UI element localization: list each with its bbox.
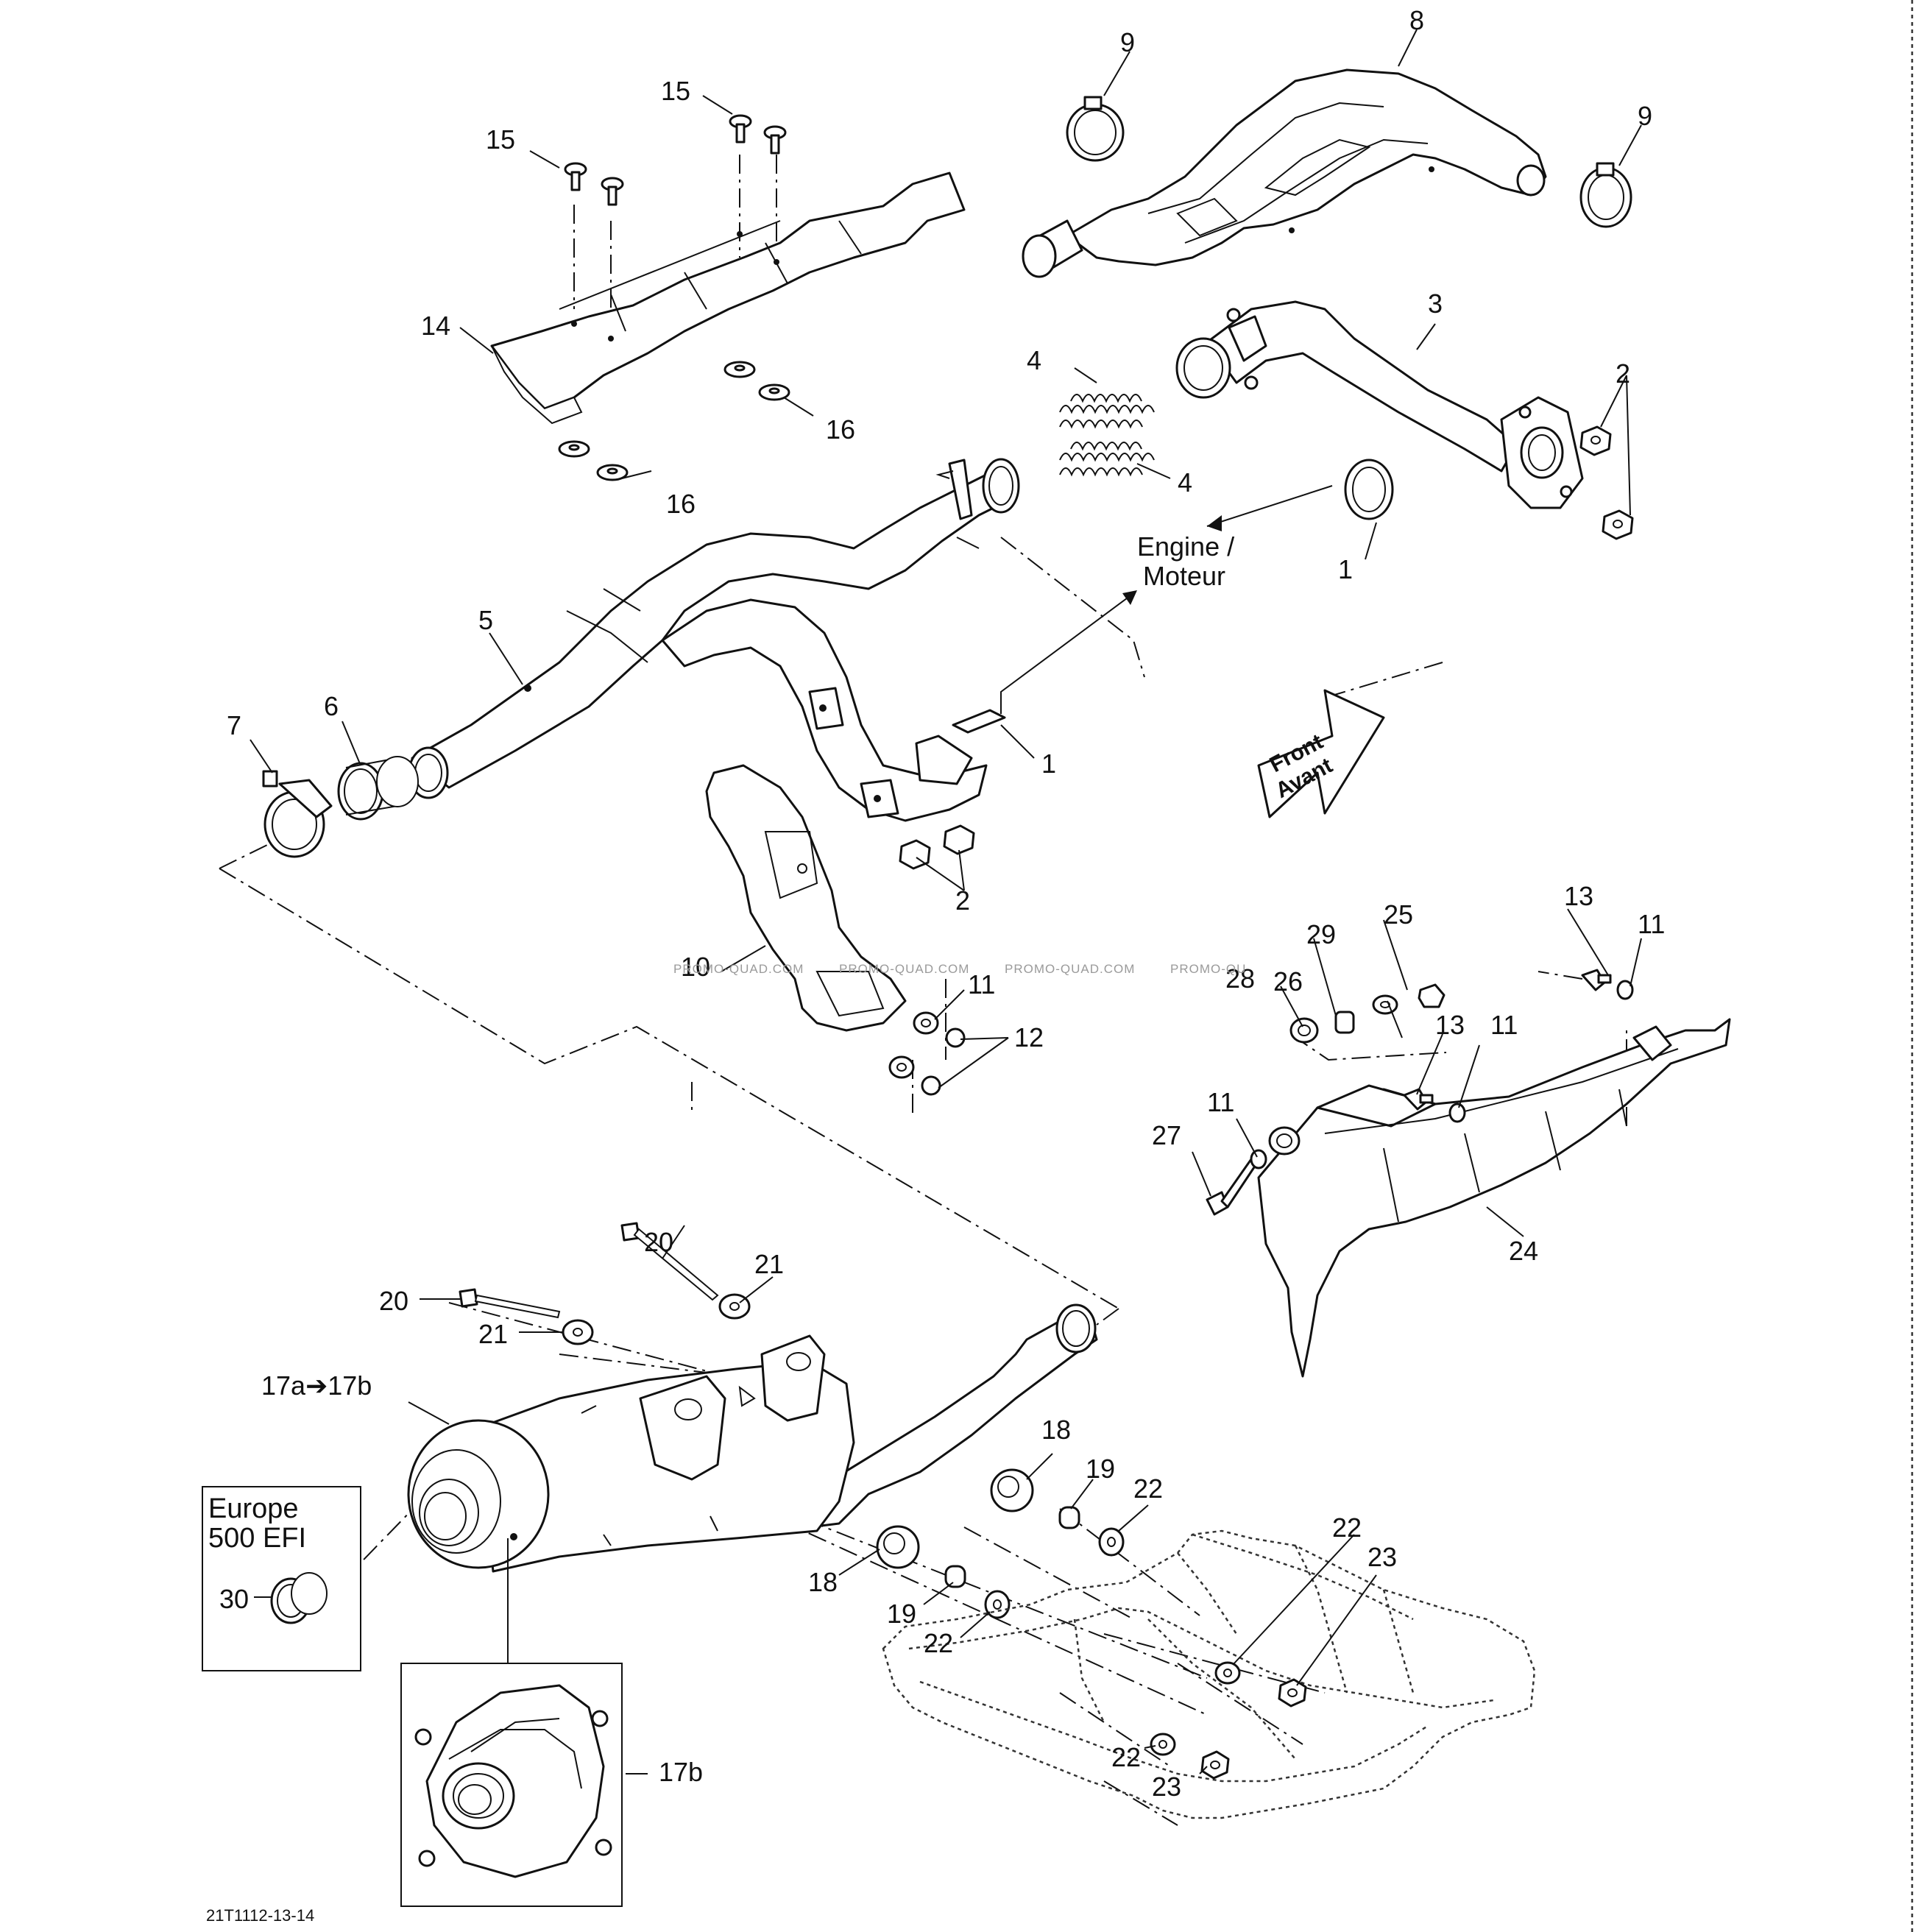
callout-29: 29 xyxy=(1306,919,1336,949)
callout-24: 24 xyxy=(1509,1236,1538,1266)
callout-2-lower: 2 xyxy=(955,885,970,916)
callout-8: 8 xyxy=(1409,5,1424,35)
heat-shield-24 xyxy=(1257,1018,1731,1378)
europe-label: Europe xyxy=(208,1493,299,1524)
callout-27: 27 xyxy=(1152,1120,1181,1150)
nuts-2-lower xyxy=(899,824,975,870)
muffler-end-cap-17b-box xyxy=(400,1538,623,1907)
nuts-2-upper xyxy=(1579,425,1634,540)
callout-4-upper: 4 xyxy=(1027,345,1041,375)
frame-outline xyxy=(882,1529,1536,1819)
hardware-25-29 xyxy=(1289,983,1446,1044)
engine-label-line1: Engine / xyxy=(1137,531,1234,562)
heat-shield-8 xyxy=(1022,68,1547,278)
callout-26: 26 xyxy=(1273,966,1303,997)
callout-17a-17b: 17a➔17b xyxy=(261,1370,372,1401)
callout-7: 7 xyxy=(227,710,241,740)
engine-arrows xyxy=(1000,485,1333,714)
washers-16 xyxy=(558,361,790,481)
callout-11-right: 11 xyxy=(1490,1010,1518,1040)
seal-6 xyxy=(337,756,419,821)
callout-18-lower: 18 xyxy=(808,1567,838,1597)
front-arrow: Front Avant xyxy=(1257,689,1385,818)
heat-shield-14 xyxy=(490,171,966,425)
callout-1-upper: 1 xyxy=(1338,554,1353,584)
callout-20-upper: 20 xyxy=(644,1227,673,1257)
callout-11-middle: 11 xyxy=(968,969,995,999)
callout-13-middle: 13 xyxy=(1435,1010,1465,1040)
callout-16-left: 16 xyxy=(666,489,696,519)
washers-21 xyxy=(562,1293,751,1345)
callout-1-lower: 1 xyxy=(1041,749,1056,779)
500-efi-label: 500 EFI xyxy=(208,1523,306,1554)
callout-9-left: 9 xyxy=(1120,27,1135,57)
hardware-22-23-frame xyxy=(1150,1661,1307,1780)
callout-6: 6 xyxy=(324,691,339,721)
callout-22-frame: 22 xyxy=(1332,1512,1362,1543)
rivets-15 xyxy=(564,114,787,206)
callout-16-right: 16 xyxy=(826,414,855,445)
callout-14: 14 xyxy=(421,311,450,341)
svg-text:PROMO-QUAD.COM: PROMO-QUAD.COM xyxy=(673,962,804,976)
callout-19-lower: 19 xyxy=(887,1599,916,1629)
callout-22-lower: 22 xyxy=(924,1628,953,1658)
reference-code: 21T1112-13-14 xyxy=(206,1906,314,1925)
callout-20-lower: 20 xyxy=(379,1286,408,1316)
callout-23-upper: 23 xyxy=(1367,1542,1397,1572)
callout-30: 30 xyxy=(219,1584,249,1614)
callout-11-top: 11 xyxy=(1638,909,1665,939)
gasket-1-lower xyxy=(952,709,1006,734)
washers-11-12-middle xyxy=(888,1011,966,1096)
springs-4 xyxy=(1059,394,1155,477)
gasket-1-upper xyxy=(1344,459,1394,520)
callout-12: 12 xyxy=(1014,1022,1044,1052)
muffler-17 xyxy=(407,1303,1098,1573)
europe-500-efi-box: Europe 500 EFI xyxy=(202,1486,361,1671)
callout-19-upper: 19 xyxy=(1086,1454,1115,1484)
watermark: PROMO-QUAD.COM PROMO-QUAD.COM PROMO-QUAD… xyxy=(673,962,1246,976)
callout-15-left: 15 xyxy=(486,124,515,155)
callout-25: 25 xyxy=(1384,899,1413,930)
callout-4-lower: 4 xyxy=(1178,467,1192,498)
callout-3: 3 xyxy=(1428,289,1443,319)
callout-22-bottom: 22 xyxy=(1111,1742,1141,1772)
bolts-20 xyxy=(459,1222,719,1319)
callout-28: 28 xyxy=(1225,963,1255,994)
svg-text:PROMO-QUAD.COM: PROMO-QUAD.COM xyxy=(1005,962,1135,976)
callout-15-right: 15 xyxy=(661,76,690,106)
callout-10: 10 xyxy=(681,952,710,982)
callout-5: 5 xyxy=(478,605,493,635)
callout-17b: 17b xyxy=(659,1757,703,1787)
y-pipe-5 xyxy=(408,458,1020,822)
svg-text:PROMO-QUAD.COM: PROMO-QUAD.COM xyxy=(839,962,969,976)
grommets-18-19-22 xyxy=(876,1468,1125,1619)
callout-leaders xyxy=(250,29,1642,1774)
callout-22-upper: 22 xyxy=(1133,1473,1163,1504)
heat-shield-10 xyxy=(705,764,907,1032)
callout-21-lower: 21 xyxy=(478,1319,508,1349)
header-pipe-3 xyxy=(1175,300,1584,509)
callout-13-top: 13 xyxy=(1564,881,1593,911)
hardware-11-13-27 xyxy=(1206,969,1634,1216)
svg-text:PROMO-QU: PROMO-QU xyxy=(1170,962,1246,976)
callout-labels: 15 15 14 16 16 9 8 9 3 2 4 4 Engine / Mo… xyxy=(219,5,1665,1802)
callout-2-upper: 2 xyxy=(1616,358,1630,389)
clamps-9 xyxy=(1066,96,1632,228)
callout-18-upper: 18 xyxy=(1041,1415,1071,1445)
clamp-7 xyxy=(262,770,333,858)
callout-21-upper: 21 xyxy=(754,1249,784,1279)
engine-label-line2: Moteur xyxy=(1143,561,1225,591)
callout-23-lower: 23 xyxy=(1152,1772,1181,1802)
callout-11-left: 11 xyxy=(1207,1087,1234,1117)
callout-9-right: 9 xyxy=(1638,101,1652,131)
